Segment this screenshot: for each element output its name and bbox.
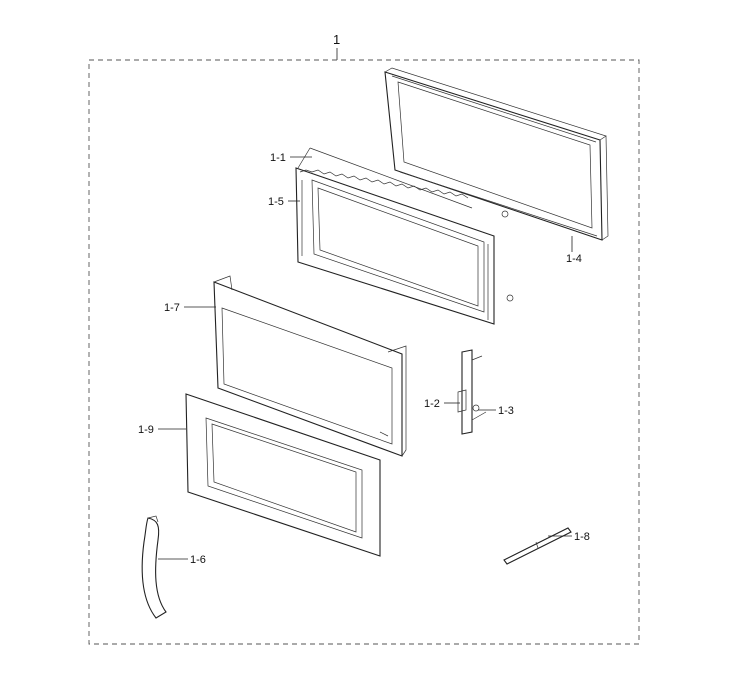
latch-assembly-part [457,349,487,435]
assembly-boundary [88,59,640,645]
spring-tube-part [141,515,167,619]
part-label-1-2: 1-2 [424,398,440,410]
part-label-1-3: 1-3 [498,405,514,417]
part-label-1-1: 1-1 [270,152,286,164]
part-label-1-9: 1-9 [138,424,154,436]
assembly-label: 1 [333,32,340,47]
part-label-1-6: 1-6 [190,554,206,566]
door-frame-part [384,67,609,302]
door-screen-part [295,167,495,325]
door-glass-part [185,393,381,557]
part-label-1-8: 1-8 [574,531,590,543]
part-label-1-5: 1-5 [268,196,284,208]
part-label-1-7: 1-7 [164,302,180,314]
door-panel-part [213,275,407,457]
hinge-pin-part [503,527,572,565]
choke-cover-part [297,147,473,209]
part-label-1-4: 1-4 [566,253,582,265]
